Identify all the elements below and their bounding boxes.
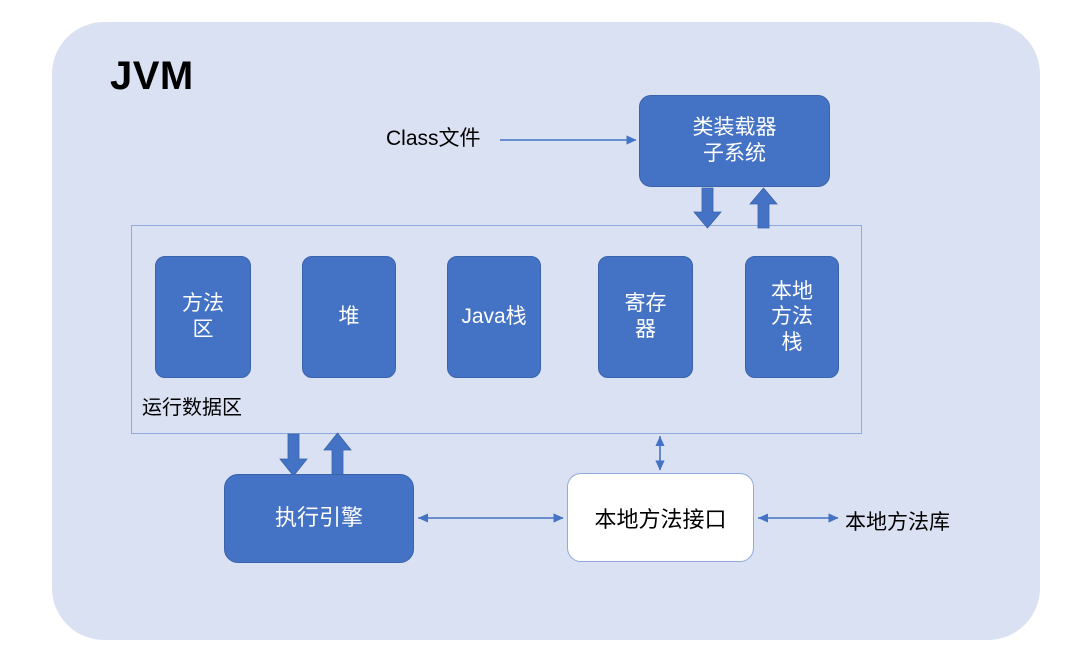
class-file-label: Class文件 xyxy=(386,127,481,150)
runtime-data-area-label: 运行数据区 xyxy=(142,397,242,419)
class-loader-line2: 子系统 xyxy=(703,142,766,165)
method-area-line2: 区 xyxy=(192,318,214,341)
register-line1: 寄存 xyxy=(624,292,667,316)
method-area-line1: 方法 xyxy=(182,292,224,316)
register-line2: 器 xyxy=(635,318,656,341)
heap-label: 堆 xyxy=(338,305,360,329)
node-heap[interactable]: 堆 xyxy=(302,256,396,378)
native-method-interface-label: 本地方法接口 xyxy=(594,506,727,532)
node-java-stack[interactable]: Java栈 xyxy=(447,256,541,378)
native-stack-line1: 本地 xyxy=(771,279,813,303)
node-native-method-stack[interactable]: 本地 方法 栈 xyxy=(745,256,839,378)
node-register[interactable]: 寄存 器 xyxy=(598,256,693,378)
page-title: JVM xyxy=(110,54,194,98)
node-method-area[interactable]: 方法 区 xyxy=(155,256,251,378)
native-method-library-label: 本地方法库 xyxy=(845,511,950,534)
execution-engine-label: 执行引擎 xyxy=(274,505,363,531)
runtime-data-area-frame xyxy=(131,225,862,434)
class-loader-line1: 类装载器 xyxy=(692,116,777,140)
node-class-loader-subsystem[interactable]: 类装载器 子系统 xyxy=(639,95,830,187)
java-stack-label: Java栈 xyxy=(461,305,527,329)
node-execution-engine[interactable]: 执行引擎 xyxy=(224,474,414,563)
native-stack-line3: 栈 xyxy=(781,330,803,354)
native-stack-line2: 方法 xyxy=(771,305,813,329)
node-native-method-interface[interactable]: 本地方法接口 xyxy=(567,473,754,562)
